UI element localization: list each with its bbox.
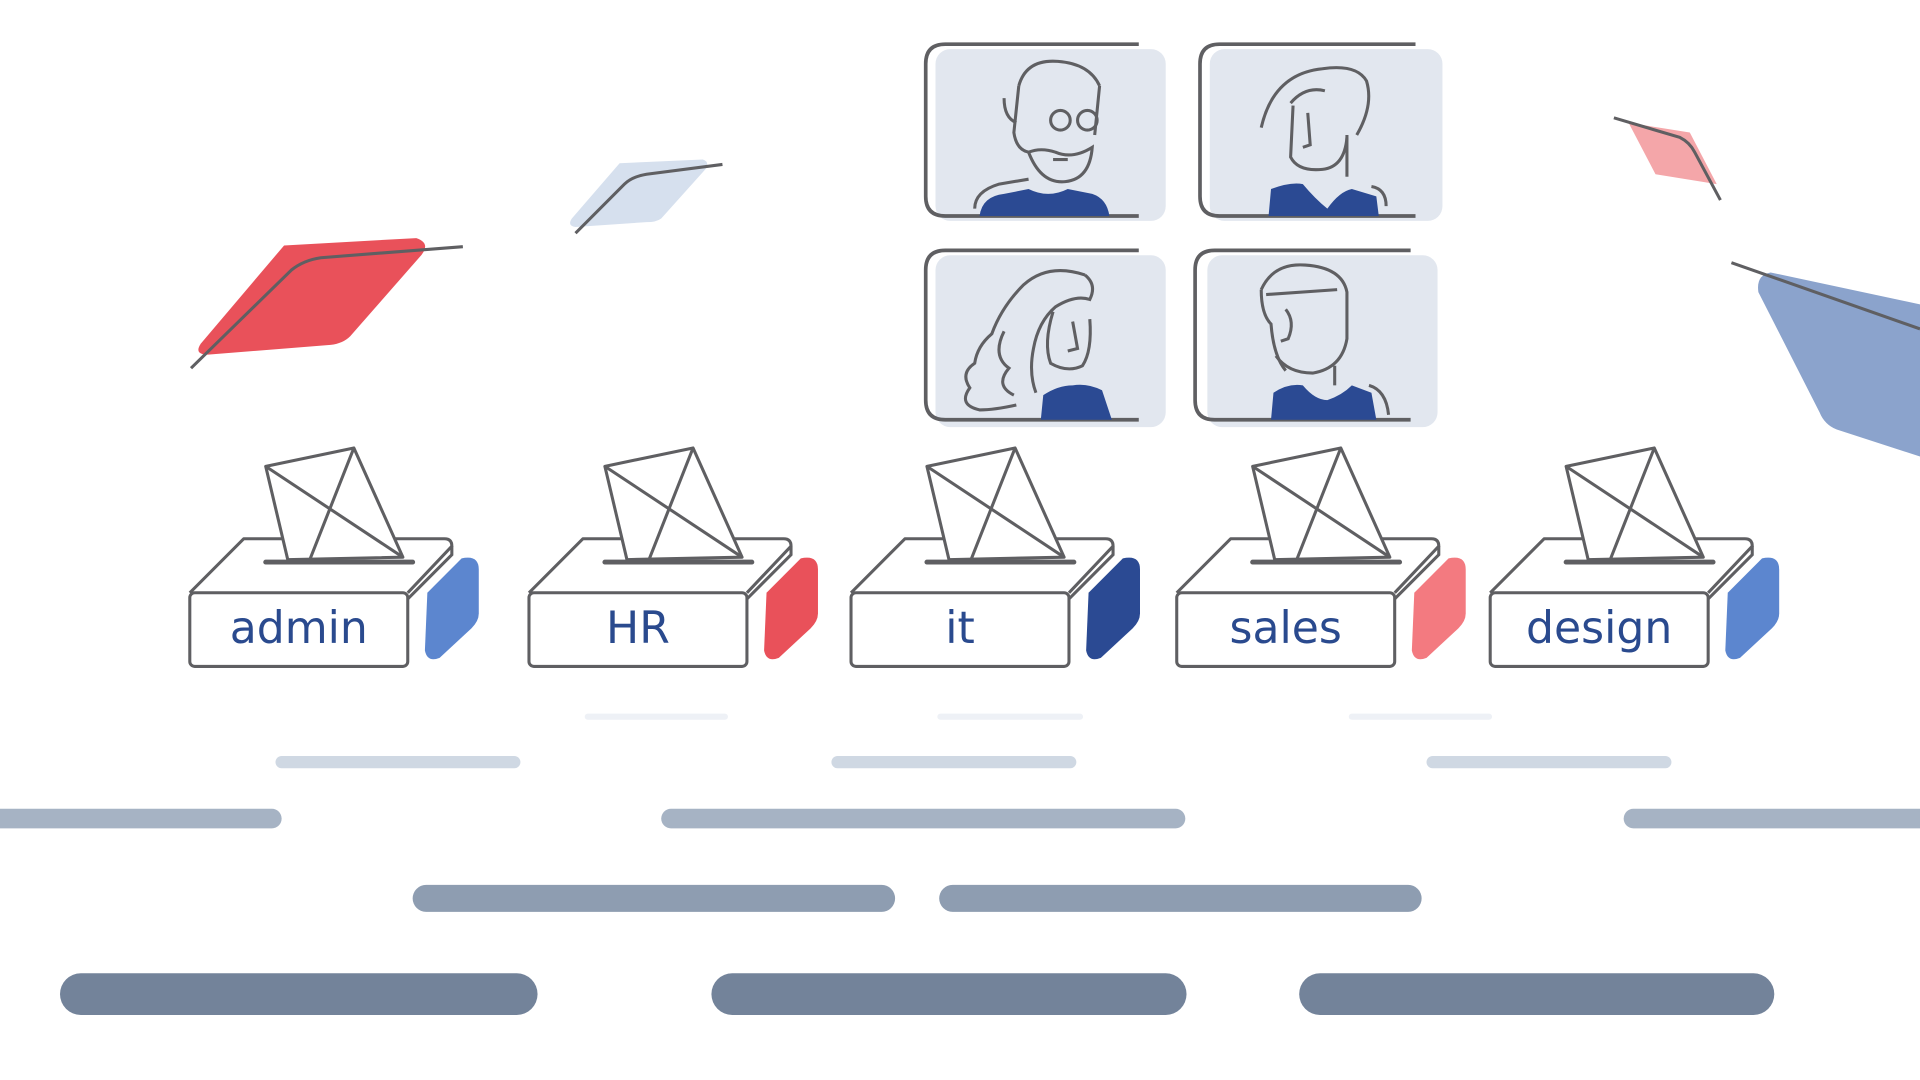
ballot-box-label: sales: [1230, 603, 1342, 654]
avatar-man-glasses-icon: [973, 59, 1110, 216]
ballot-box-label: it: [945, 603, 975, 654]
ballot-box: admin: [188, 446, 479, 668]
ballot-box: sales: [1175, 446, 1466, 668]
flying-ballot-blue: [1730, 261, 1920, 457]
ballot-box-label: HR: [606, 603, 670, 654]
ballot-box-label: design: [1526, 603, 1672, 654]
ballot-box-front: [849, 591, 1071, 668]
flying-ballot-red: [189, 238, 463, 370]
ballot-box: design: [1488, 446, 1780, 668]
avatar-man-swept-hair-icon: [1259, 66, 1388, 216]
ballot-box-accent: [1725, 557, 1780, 660]
ballot-box: HR: [527, 446, 818, 668]
ballot-box-accent: [424, 557, 479, 660]
ballot-box-front: [527, 591, 749, 668]
video-tile: [923, 42, 1166, 221]
avatar-woman-wavy-hair-icon: [963, 269, 1112, 420]
video-tile: [923, 248, 1166, 428]
ballot-box: it: [849, 446, 1140, 668]
video-tile: [1193, 248, 1438, 428]
ballot-box-front: [1175, 591, 1397, 668]
video-tile: [1198, 42, 1443, 221]
ballot-box-front: [1488, 591, 1710, 668]
ballot-box-label: admin: [230, 603, 368, 654]
ballot-box-accent: [764, 557, 818, 660]
avatar-man-short-hair-icon: [1259, 263, 1391, 420]
ballot-box-accent: [1411, 557, 1466, 660]
ballot-box-accent: [1086, 557, 1140, 660]
ballot-boxes: admin HR it sales design: [188, 446, 1780, 668]
motion-stripes: [0, 713, 1920, 1015]
flying-ballot-pink: [1613, 116, 1722, 201]
ballot-box-front: [188, 591, 410, 668]
flying-ballot-pale-blue: [570, 159, 723, 235]
